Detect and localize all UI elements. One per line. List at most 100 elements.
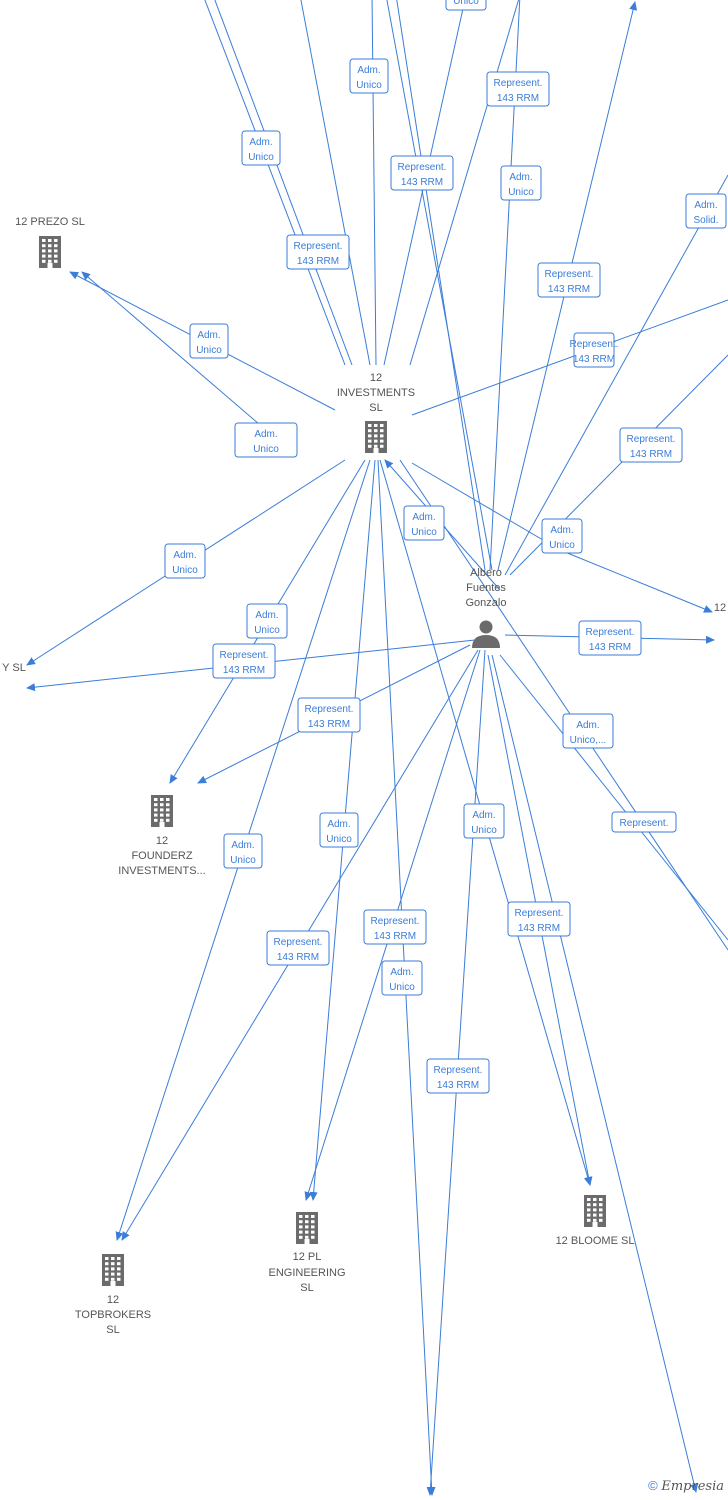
- edge-label-box[interactable]: Adm.Unico: [241, 130, 281, 166]
- edge-label-text: Represent.: [494, 78, 543, 89]
- edge-label-text: Unico: [356, 80, 382, 91]
- edge-label-box[interactable]: Represent. 143 RRM: [570, 332, 619, 368]
- edge-label-text: Unico: [172, 565, 198, 576]
- node-label: 12: [370, 372, 382, 384]
- edge-label-box[interactable]: Adm. Unico: [223, 833, 263, 869]
- copyright: © Empresia: [648, 1478, 724, 1494]
- edge-line-31: [491, 654, 698, 1493]
- node-label: 12: [156, 835, 168, 847]
- edge-label-box[interactable]: Adm.Unico: [234, 422, 298, 458]
- edge-label-text: Adm.: [550, 525, 573, 536]
- edge-line-1: [214, 0, 353, 366]
- edge-label-box[interactable]: Represent.143 RRM: [286, 234, 350, 270]
- edge-label-box[interactable]: Represent. 143 RRM: [390, 155, 454, 191]
- edge-label-box[interactable]: Represent.143 RRM: [537, 262, 601, 298]
- edge-label-text: Unico: [471, 825, 497, 836]
- edge-label-text: Represent.: [398, 162, 447, 173]
- edge-line-8: [559, 549, 713, 613]
- node-label: INVESTMENTS...: [118, 865, 205, 877]
- edge-label-text: Adm.: [231, 840, 254, 851]
- edge-label-text: 143 RRM: [297, 256, 339, 267]
- edge-line-5: [409, 0, 520, 366]
- edge-label-text: 143 RRM: [223, 665, 265, 676]
- node-right-partial[interactable]: 12: [714, 602, 726, 614]
- edge-label-box[interactable]: Represent. 143 RRM: [426, 1058, 490, 1094]
- edge-label-text: Adm.: [412, 512, 435, 523]
- edge-label-text: 143 RRM: [308, 719, 350, 730]
- edge-label-box[interactable]: Represent. 143 RRM: [297, 697, 361, 733]
- edge-label-text: Unico: [326, 834, 352, 845]
- edge-label-text: Represent.: [305, 704, 354, 715]
- edge-label-box[interactable]: Represent.143 RRM: [486, 71, 550, 107]
- edge-label-text: 143 RRM: [573, 354, 615, 365]
- edge-label-text: Represent.: [627, 434, 676, 445]
- node-label: 12 BLOOME SL: [556, 1235, 635, 1247]
- node-engineering[interactable]: 12 PL ENGINEERING SL: [268, 1212, 346, 1294]
- edge-label-text: Adm.: [173, 550, 196, 561]
- building-icon: [39, 236, 61, 268]
- node-label: Fuentes: [466, 582, 506, 594]
- node-label: Y SL: [2, 662, 26, 674]
- edge-label-text: 143 RRM: [401, 177, 443, 188]
- edge-label-text: Adm.: [357, 65, 380, 76]
- node-prezo[interactable]: 12 PREZO SL: [15, 216, 85, 268]
- edge-label-box[interactable]: Adm. Unico: [541, 518, 583, 554]
- edge-label-box[interactable]: Adm.Unico: [463, 803, 505, 839]
- edge-label-box[interactable]: Adm. Unico: [403, 505, 445, 541]
- edge-label-box[interactable]: Unico: [445, 0, 487, 11]
- edge-label-text: Unico: [196, 345, 222, 356]
- node-label: SL: [300, 1282, 313, 1294]
- edge-label-box[interactable]: Represent.143 RRM: [363, 909, 427, 945]
- edge-label-box[interactable]: Adm.Solid.: [685, 193, 727, 229]
- edge-line-3: [371, 0, 377, 366]
- edge-label-box[interactable]: Represent.143 RRM: [619, 427, 683, 463]
- edge-label-text: 143 RRM: [277, 952, 319, 963]
- edge-line-6: [411, 299, 728, 416]
- node-label: 12: [107, 1294, 119, 1306]
- node-bloome[interactable]: 12 BLOOME SL: [556, 1195, 635, 1247]
- edge-label-box[interactable]: Adm.Unico: [246, 603, 288, 639]
- node-left-partial[interactable]: Y SL: [2, 662, 26, 674]
- edge-label-text: Unico: [549, 540, 575, 551]
- edge-label-box[interactable]: Adm.Unico: [319, 812, 359, 848]
- edge-label-box[interactable]: Represent. 143 RRM: [578, 620, 642, 656]
- edge-label-text: 143 RRM: [589, 642, 631, 653]
- edge-label-box[interactable]: Adm.Unico: [381, 960, 423, 996]
- edge-label-text: Represent.: [274, 937, 323, 948]
- node-founderz[interactable]: 12FOUNDERZINVESTMENTS...: [118, 795, 206, 877]
- edge-label-box[interactable]: Adm.Unico,...: [562, 713, 614, 749]
- edge-label-text: Represent.: [586, 627, 635, 638]
- node-label: ENGINEERING: [268, 1267, 345, 1279]
- edge-label-box[interactable]: Adm.Unico: [500, 165, 542, 201]
- edge-label-text: Unico: [230, 855, 256, 866]
- edge-label-text: Unico,...: [570, 735, 607, 746]
- edge-label-text: Represent.: [570, 339, 619, 350]
- edge-label-box[interactable]: Adm. Unico: [164, 543, 206, 579]
- edge-label-box[interactable]: Represent. 143 RRM: [266, 930, 330, 966]
- edge-label-box[interactable]: Represent.143 RRM: [507, 901, 571, 937]
- node-label: 12 PL: [293, 1251, 322, 1263]
- edge-label-text: Represent.: [434, 1065, 483, 1076]
- edge-label-text: Adm.: [197, 330, 220, 341]
- edge-label-box[interactable]: Represent.143 RRM: [212, 643, 276, 679]
- edge-label-text: 143 RRM: [518, 923, 560, 934]
- edge-label-text: Solid.: [693, 215, 718, 226]
- edge-label-text: Unico: [411, 527, 437, 538]
- person-icon: [472, 620, 500, 648]
- edge-label-text: 143 RRM: [437, 1080, 479, 1091]
- copyright-symbol: ©: [648, 1478, 658, 1493]
- edge-label-box[interactable]: Represent.: [611, 811, 677, 833]
- edge-label-box[interactable]: Adm. Unico: [349, 58, 389, 94]
- edge-label-text: 143 RRM: [548, 284, 590, 295]
- building-icon: [365, 421, 387, 453]
- edge-line-32: [499, 654, 728, 941]
- edge-label-text: Represent.: [620, 818, 669, 829]
- building-icon: [584, 1195, 606, 1227]
- edge-label-text: Adm.: [255, 610, 278, 621]
- node-label: SL: [106, 1324, 119, 1336]
- edge-label-box[interactable]: Adm. Unico: [189, 323, 229, 359]
